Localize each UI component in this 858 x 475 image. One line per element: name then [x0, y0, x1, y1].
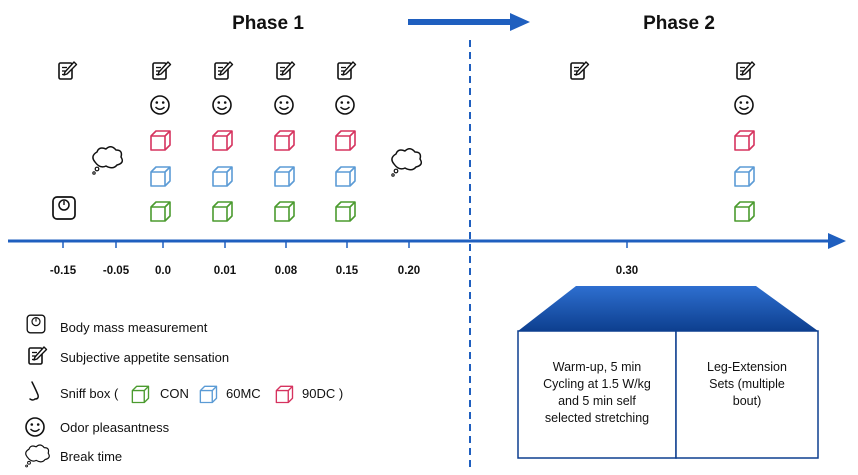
leg-extension-line: bout)	[733, 394, 762, 408]
leg-extension-box	[675, 330, 819, 459]
notepad-pencil-icon	[214, 61, 234, 80]
smiley-icon	[212, 95, 232, 115]
tick-label: 0.15	[336, 265, 359, 277]
smiley-icon	[274, 95, 294, 115]
cube-con-icon	[734, 201, 755, 222]
cube-90dc-icon	[212, 130, 233, 151]
legend-appetite: Subjective appetite sensation	[60, 350, 229, 365]
tick-label: 0.30	[616, 265, 638, 277]
notepad-pencil-icon	[152, 61, 172, 80]
cube-con-icon	[274, 201, 295, 222]
scale-icon	[26, 314, 46, 334]
legend: Body mass measurement Subjective appetit…	[25, 314, 343, 468]
cloud-icon	[25, 444, 50, 468]
warmup-line: Warm-up, 5 min	[553, 360, 641, 374]
notepad-pencil-icon	[276, 61, 296, 80]
cube-60mc-icon	[150, 166, 171, 187]
warmup-line: selected stretching	[545, 411, 649, 425]
cloud-icon	[391, 147, 423, 177]
cube-con-icon	[150, 201, 171, 222]
warmup-line: and 5 min self	[558, 394, 636, 408]
tick-label: 0.01	[214, 265, 237, 277]
cube-con-icon	[131, 385, 150, 404]
notepad-pencil-icon	[58, 61, 78, 80]
cube-90dc-icon	[335, 130, 356, 151]
cube-con-icon	[212, 201, 233, 222]
cloud-icon	[92, 145, 124, 175]
smiley-icon	[25, 417, 45, 437]
tick-label: -0.15	[50, 265, 77, 277]
warmup-line: Cycling at 1.5 W/kg	[543, 377, 651, 391]
legend-90dc: 90DC )	[302, 386, 343, 401]
phase-2-label: Phase 2	[643, 13, 715, 34]
cube-90dc-icon	[274, 130, 295, 151]
legend-con: CON	[160, 386, 189, 401]
tick-label: -0.05	[103, 265, 130, 277]
cube-60mc-icon	[335, 166, 356, 187]
timeline-axis	[8, 233, 846, 249]
phase-1-label: Phase 1	[232, 13, 304, 34]
leg-extension-line: Sets (multiple	[709, 377, 785, 391]
legend-break: Break time	[60, 449, 122, 464]
cube-60mc-icon	[199, 385, 218, 404]
smiley-icon	[734, 95, 754, 115]
notepad-pencil-icon	[28, 346, 48, 365]
nose-icon	[29, 381, 39, 401]
cube-60mc-icon	[274, 166, 295, 187]
cube-con-icon	[335, 201, 356, 222]
legend-odor: Odor pleasantness	[60, 420, 170, 435]
tick-label: 0.0	[155, 265, 171, 277]
cube-60mc-icon	[212, 166, 233, 187]
phase-2-expansion-trapezoid	[518, 286, 818, 331]
smiley-icon	[150, 95, 170, 115]
cube-90dc-icon	[734, 130, 755, 151]
phase-transition-arrow	[408, 13, 530, 31]
scale-icon	[52, 196, 76, 220]
tick-marks	[62, 241, 628, 248]
cube-90dc-icon	[275, 385, 294, 404]
notepad-pencil-icon	[337, 61, 357, 80]
legend-body-mass: Body mass measurement	[60, 320, 208, 335]
cube-60mc-icon	[734, 166, 755, 187]
leg-extension-line: Leg-Extension	[707, 360, 787, 374]
smiley-icon	[335, 95, 355, 115]
legend-60mc: 60MC	[226, 386, 261, 401]
tick-label: 0.08	[275, 265, 298, 277]
notepad-pencil-icon	[570, 61, 590, 80]
cube-90dc-icon	[150, 130, 171, 151]
tick-label: 0.20	[398, 265, 420, 277]
notepad-pencil-icon	[736, 61, 756, 80]
legend-sniff-prefix: Sniff box (	[60, 386, 119, 401]
